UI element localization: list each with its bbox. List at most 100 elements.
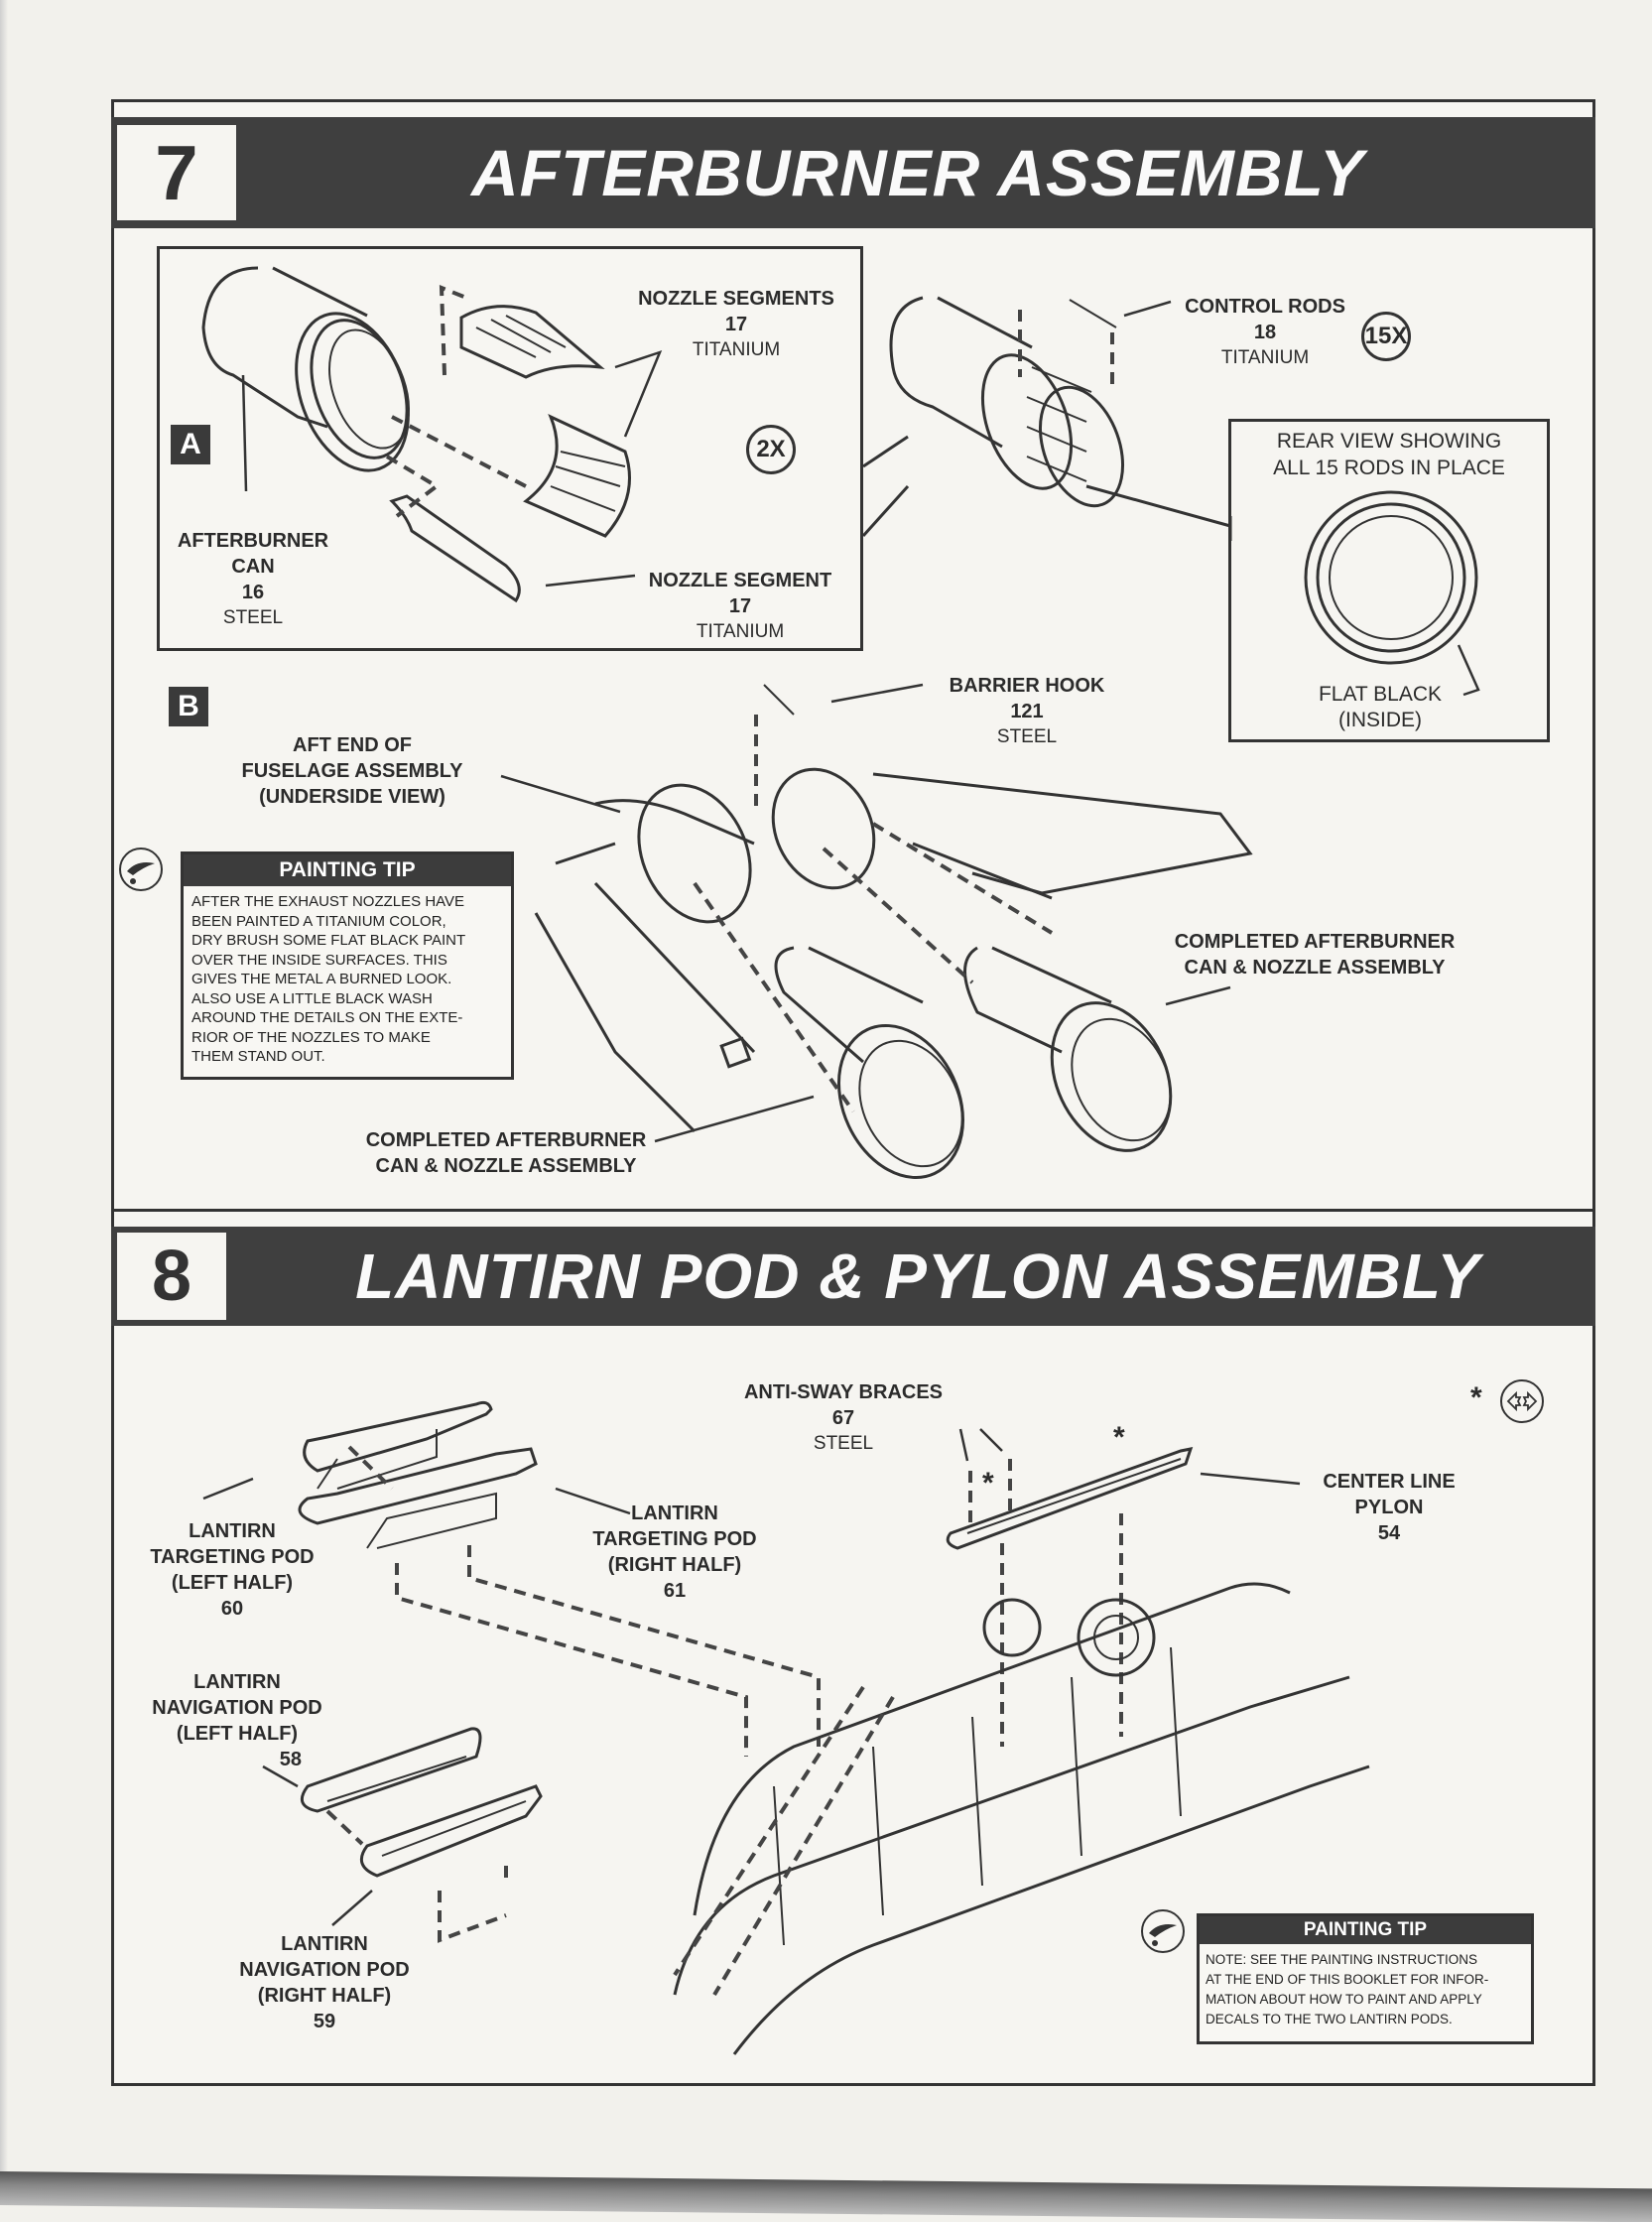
tip-line: MATION ABOUT HOW TO PAINT AND APPLY [1206, 1992, 1482, 2007]
part-name-line: CAN [231, 556, 275, 578]
callout-barrier-hook: BARRIER HOOK 121 STEEL [923, 673, 1131, 750]
tip-line: AROUND THE DETAILS ON THE EXTE- [191, 1009, 463, 1026]
rear-view-title-line: ALL 15 RODS IN PLACE [1273, 457, 1505, 479]
navigation-pod-right-half-drawing [359, 1784, 543, 1878]
label-line: FUSELAGE ASSEMBLY [241, 760, 463, 782]
label-line: CAN & NOZZLE ASSEMBLY [375, 1155, 637, 1177]
callout-targeting-pod-left: LANTIRN TARGETING POD (LEFT HALF) 60 [133, 1518, 331, 1622]
tip-line: OVER THE INSIDE SURFACES. THIS [191, 951, 447, 969]
painting-tip-body: NOTE: SEE THE PAINTING INSTRUCTIONS AT T… [1200, 1944, 1531, 2035]
label-line: LANTIRN [193, 1671, 281, 1693]
part-number: 18 [1253, 322, 1277, 343]
step-number: 7 [117, 125, 236, 220]
rear-view-ring-drawing [1304, 490, 1478, 665]
part-number: 121 [1010, 701, 1044, 722]
subpanel-a [157, 246, 863, 651]
part-number: 16 [241, 582, 265, 603]
painting-tip-heading: PAINTING TIP [1200, 1916, 1531, 1944]
step-divider [111, 1209, 1595, 1212]
label-line: LANTIRN [281, 1933, 368, 1955]
fuselage-underside-drawing [673, 1582, 1370, 2055]
callout-targeting-pod-right: LANTIRN TARGETING POD (RIGHT HALF) 61 [575, 1501, 774, 1604]
callout-completed-assembly-right: COMPLETED AFTERBURNER CAN & NOZZLE ASSEM… [1141, 929, 1488, 980]
step-number: 8 [117, 1233, 226, 1320]
part-name-line: AFTERBURNER [177, 530, 329, 552]
callout-control-rods: CONTROL RODS 18 TITANIUM [1161, 294, 1369, 371]
callout-navigation-pod-right: LANTIRN NAVIGATION POD (RIGHT HALF) 59 [220, 1931, 429, 2034]
paint-material: TITANIUM [696, 621, 785, 642]
label-line: PYLON [1354, 1497, 1424, 1518]
paintbrush-icon [1141, 1909, 1185, 1953]
targeting-pod-right-half-drawing [298, 1447, 538, 1549]
painting-tip-heading: PAINTING TIP [184, 854, 511, 886]
part-number: 17 [728, 595, 752, 617]
label-line: CAN & NOZZLE ASSEMBLY [1184, 957, 1446, 979]
painting-tip-step-8: PAINTING TIP NOTE: SEE THE PAINTING INST… [1197, 1913, 1534, 2044]
callout-completed-assembly-left: COMPLETED AFTERBURNER CAN & NOZZLE ASSEM… [337, 1127, 675, 1179]
nozzle-segment-middle [523, 414, 631, 538]
tip-line: RIOR OF THE NOZZLES TO MAKE [191, 1028, 431, 1046]
step-7-header: 7 AFTERBURNER ASSEMBLY [111, 117, 1595, 228]
tip-line: GIVES THE METAL A BURNED LOOK. [191, 971, 452, 987]
completed-afterburner-left-drawing [774, 946, 964, 1180]
tip-line: DRY BRUSH SOME FLAT BLACK PAINT [191, 932, 466, 949]
part-name: NOZZLE SEGMENTS [638, 288, 834, 310]
center-line-pylon-drawing [946, 1447, 1194, 1550]
tip-line: AFTER THE EXHAUST NOZZLES HAVE [191, 893, 465, 910]
callout-aft-fuselage: AFT END OF FUSELAGE ASSEMBLY (UNDERSIDE … [218, 732, 486, 810]
page-edge [0, 0, 8, 2205]
paint-material: STEEL [813, 1433, 874, 1454]
tip-line: AT THE END OF THIS BOOKLET FOR INFOR- [1206, 1972, 1489, 1987]
step-8-header: 8 LANTIRN POD & PYLON ASSEMBLY [111, 1227, 1595, 1326]
label-line: AFT END OF [293, 734, 412, 756]
label-line: NAVIGATION POD [152, 1697, 322, 1719]
cement-marker-asterisk: * [982, 1467, 994, 1500]
label-line: (RIGHT HALF) [257, 1985, 392, 2007]
label-line: CENTER LINE [1323, 1471, 1456, 1493]
flat-black-note-line: (INSIDE) [1338, 709, 1422, 731]
tip-line: THEM STAND OUT. [191, 1048, 325, 1065]
flat-black-note-line: FLAT BLACK [1318, 683, 1443, 706]
rear-view-title: REAR VIEW SHOWING ALL 15 RODS IN PLACE [1231, 428, 1547, 481]
callout-navigation-pod-left: LANTIRN NAVIGATION POD (LEFT HALF) 58 [133, 1669, 341, 1772]
tip-line: BEEN PAINTED A TITANIUM COLOR, [191, 912, 446, 930]
callout-anti-sway-braces: ANTI-SWAY BRACES 67 STEEL [724, 1379, 962, 1457]
label-line: (UNDERSIDE VIEW) [259, 786, 445, 808]
part-number: 54 [1377, 1522, 1401, 1544]
label-line: COMPLETED AFTERBURNER [1174, 931, 1456, 953]
tip-line: ALSO USE A LITTLE BLACK WASH [191, 989, 433, 1007]
quantity-badge-15x: 15X [1361, 312, 1411, 361]
part-name: ANTI-SWAY BRACES [743, 1381, 944, 1403]
step-title: AFTERBURNER ASSEMBLY [470, 136, 1364, 209]
part-number: 60 [220, 1598, 244, 1620]
part-number: 58 [279, 1749, 302, 1770]
navigation-pod-left-half-drawing [300, 1727, 482, 1813]
paintbrush-icon [119, 848, 163, 891]
label-line: TARGETING POD [150, 1546, 315, 1568]
paint-material: TITANIUM [1220, 347, 1310, 368]
part-number: 67 [831, 1407, 855, 1429]
label-line: (LEFT HALF) [176, 1723, 299, 1745]
afterburner-can-drawing [201, 266, 410, 472]
callout-nozzle-segment: NOZZLE SEGMENT 17 TITANIUM [621, 568, 859, 645]
rear-view-inset: REAR VIEW SHOWING ALL 15 RODS IN PLACE F… [1228, 419, 1550, 742]
quantity-badge-2x: 2X [746, 425, 796, 474]
callout-afterburner-can: AFTERBURNER CAN 16 STEEL [159, 528, 347, 631]
aft-fuselage-drawing [534, 767, 1253, 1133]
part-number: 61 [663, 1580, 687, 1602]
tip-line: DECALS TO THE TWO LANTIRN PODS. [1206, 2012, 1453, 2026]
painting-tip-body: AFTER THE EXHAUST NOZZLES HAVE BEEN PAIN… [184, 886, 511, 1073]
label-line: TARGETING POD [592, 1528, 757, 1550]
rear-view-title-line: REAR VIEW SHOWING [1276, 430, 1502, 453]
tip-line: NOTE: SEE THE PAINTING INSTRUCTIONS [1206, 1952, 1478, 1967]
callout-center-line-pylon: CENTER LINE PYLON 54 [1290, 1469, 1488, 1546]
label-line: (LEFT HALF) [171, 1572, 294, 1594]
step-title: LANTIRN POD & PYLON ASSEMBLY [355, 1241, 1480, 1312]
label-line: NAVIGATION POD [239, 1959, 410, 1981]
part-name: CONTROL RODS [1185, 296, 1345, 318]
callout-nozzle-segments: NOZZLE SEGMENTS 17 TITANIUM [617, 286, 855, 363]
label-line: LANTIRN [189, 1520, 276, 1542]
paint-material: TITANIUM [692, 339, 781, 360]
